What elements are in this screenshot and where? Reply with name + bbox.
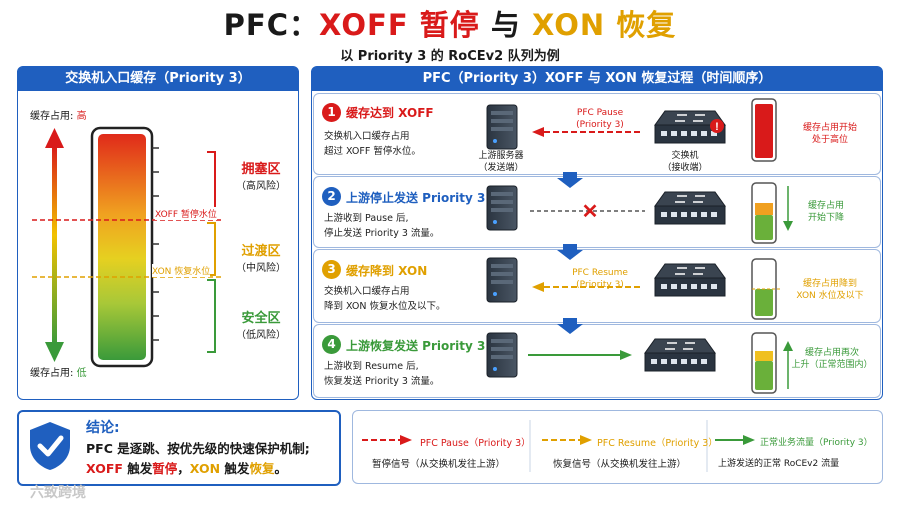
legend-box xyxy=(352,410,883,484)
step-2-box xyxy=(313,176,881,248)
buffer-gauge-graphic xyxy=(32,126,222,368)
step-1-box xyxy=(313,93,881,175)
conclusion-box xyxy=(17,410,341,486)
legend-pause-label: PFC Pause（Priority 3） xyxy=(420,438,531,449)
server-icon xyxy=(486,104,518,150)
step-3-box xyxy=(313,249,881,323)
svg-text:✕: ✕ xyxy=(582,201,599,223)
step-4-state: 缓存占用再次上升（正常范围内） xyxy=(791,348,873,370)
buffer-bottom-label: 缓存占用: 低 xyxy=(30,368,87,379)
legend-resume-desc: 恢复信号（从交换机发往上游） xyxy=(553,459,687,470)
shield-check-icon xyxy=(30,422,70,470)
legend-resume-label: PFC Resume（Priority 3） xyxy=(597,438,718,449)
step-arrows xyxy=(557,172,583,334)
step-1-number: 1 xyxy=(322,103,341,122)
zone-congestion: 拥塞区 （高风险） xyxy=(236,162,286,192)
process-graphics: ! ✕ xyxy=(486,98,793,394)
buffer-top-label: 缓存占用: 高 xyxy=(30,111,87,122)
server-icon xyxy=(486,257,518,303)
server-icon xyxy=(486,332,518,378)
pause-signal-label: PFC Pause(Priority 3) xyxy=(576,108,624,130)
step-1-desc: 交换机入口缓存占用超过 XOFF 暂停水位。 xyxy=(324,131,421,157)
buffer-panel: 交换机入口缓存（Priority 3） xyxy=(17,66,299,400)
step-4-desc: 上游收到 Resume 后,恢复发送 Priority 3 流量。 xyxy=(324,361,440,387)
switch-icon xyxy=(654,263,726,297)
step-4-title: 上游恢复发送 Priority 3 xyxy=(346,339,486,353)
conclusion-line-1: PFC 是逐跳、按优先级的快速保护机制; xyxy=(86,441,310,456)
page-subtitle: 以 Priority 3 的 RoCEv2 队列为例 xyxy=(340,49,560,64)
zone-safe: 安全区 （低风险） xyxy=(236,311,286,341)
buffer-fill xyxy=(98,134,146,360)
step-1-state: 缓存占用开始处于高位 xyxy=(802,123,857,145)
step-2-desc: 上游收到 Pause 后,停止发送 Priority 3 流量。 xyxy=(324,213,440,239)
step-2-number: 2 xyxy=(322,187,341,206)
alert-icon xyxy=(710,119,724,133)
switch-icon xyxy=(644,338,716,372)
svg-text:!: ! xyxy=(715,121,719,133)
step-2-state: 缓存占用开始下降 xyxy=(807,201,844,223)
legend-traffic-label: 正常业务流量（Priority 3） xyxy=(760,438,873,448)
step-2-title: 上游停止发送 Priority 3 xyxy=(346,191,486,205)
page-title: PFC：XOFF 暂停 与 XON 恢复 xyxy=(223,8,677,42)
switch-icon xyxy=(654,191,726,225)
buffer-panel-header: 交换机入口缓存（Priority 3） xyxy=(18,67,298,91)
xoff-threshold-label: XOFF 暂停水位 xyxy=(155,207,217,220)
xon-threshold-label: XON 恢复水位 xyxy=(152,264,211,277)
switch-label: 交换机（接收端） xyxy=(662,151,708,173)
legend-traffic-desc: 上游发送的正常 RoCEv2 流量 xyxy=(718,459,840,469)
server-icon xyxy=(486,185,518,231)
arrow-down-head xyxy=(45,342,64,362)
step-4-box xyxy=(313,324,881,398)
watermark: 六致跨境 xyxy=(30,485,86,501)
conclusion-title: 结论: xyxy=(86,420,120,436)
step-3-desc: 交换机入口缓存占用降到 XON 恢复水位及以下。 xyxy=(324,286,446,312)
arrow-shaft xyxy=(52,145,57,345)
legend-pause-desc: 暂停信号（从交换机发往上游） xyxy=(372,459,506,470)
step-3-title: 缓存降到 XON xyxy=(346,264,428,278)
process-panel-header: PFC（Priority 3）XOFF 与 XON 恢复过程（时间顺序） xyxy=(312,67,882,91)
step-3-number: 3 xyxy=(322,260,341,279)
step-1-title: 缓存达到 XOFF xyxy=(346,106,434,120)
legend-graphics xyxy=(362,420,755,472)
step-4-number: 4 xyxy=(322,335,341,354)
resume-signal-label: PFC Resume(Priority 3) xyxy=(572,268,628,290)
conclusion-line-2: XOFF 触发暂停，XON 触发恢复。 xyxy=(86,461,287,476)
arrow-up-head xyxy=(45,128,64,148)
zone-transition: 过渡区 （中风险） xyxy=(236,244,286,274)
server-label: 上游服务器（发送端） xyxy=(478,151,524,173)
